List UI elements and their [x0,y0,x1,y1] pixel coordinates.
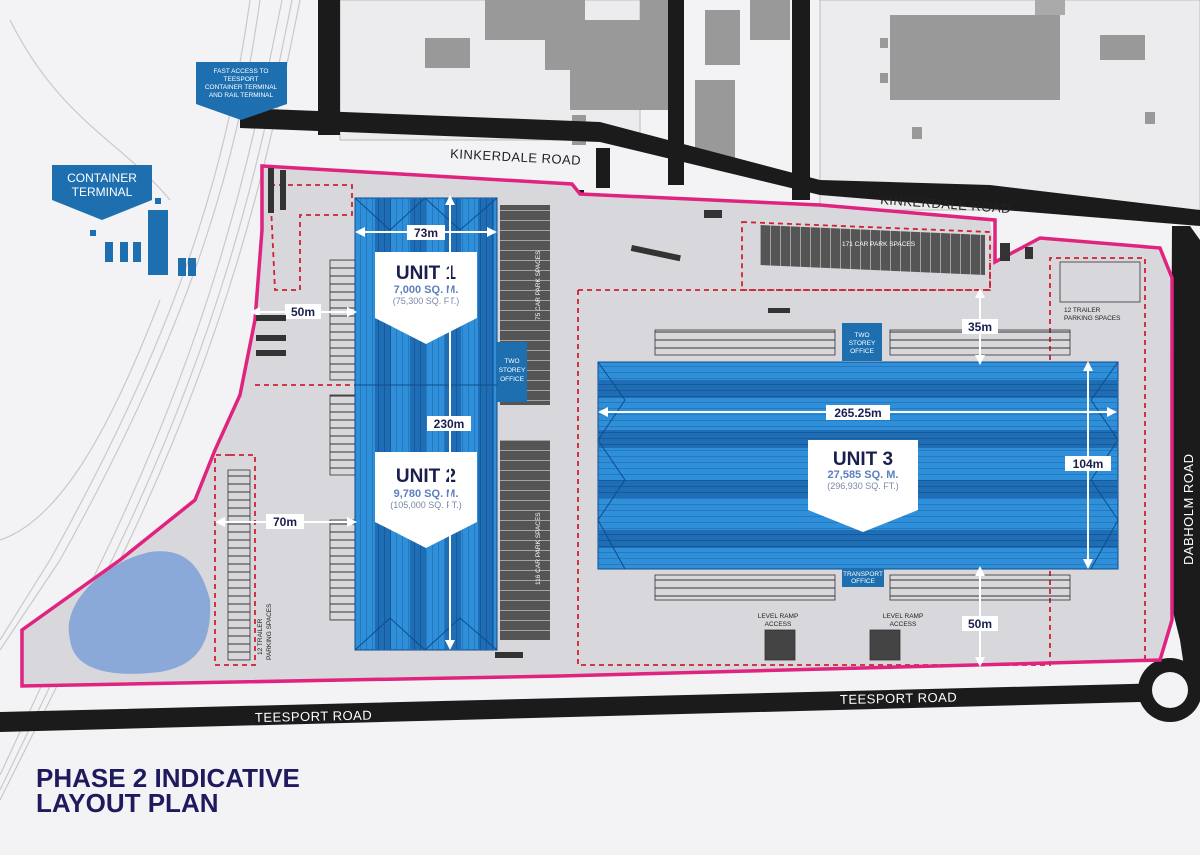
car-park-171-label: 171 CAR PARK SPACES [842,241,916,248]
office-unit3-label-2: STOREY [849,340,876,347]
unit1-area-sqm: 7,000 SQ. M. [394,284,459,296]
road-label-teesport-east: TEESPORT ROAD [840,690,958,707]
dim-unit3-south: 50m [968,617,992,631]
office-units12-label-1: TWO [504,358,519,365]
fast-access-label-4: AND RAIL TERMINAL [209,92,274,99]
dim-unit1-width: 73m [414,226,438,240]
transport-office-label-1: TRANSPORT [843,571,883,578]
unit2-name: UNIT 2 [396,466,456,487]
dim-unit3-depth: 104m [1073,457,1104,471]
unit3-name: UNIT 3 [833,449,893,470]
ramp-left-label-2: ACCESS [765,621,792,628]
unit1-name: UNIT 1 [396,263,457,284]
trailer-east-label-2: PARKING SPACES [1064,315,1121,322]
unit3-area-sqft: (296,930 SQ. FT.) [827,481,899,491]
page-title-line-2: LAYOUT PLAN [36,788,219,818]
page-title-line-1: PHASE 2 INDICATIVE [36,763,300,793]
ramp-left-label-1: LEVEL RAMP [758,613,799,620]
office-units12 [497,342,527,402]
unit2-area-sqft: (105,000 SQ. FT.) [390,500,462,510]
office-unit3-label-3: OFFICE [850,348,874,355]
ramp-right-label-1: LEVEL RAMP [883,613,924,620]
roundabout-island [1152,672,1188,708]
fast-access-callout [196,62,287,120]
container-terminal-label-2: TERMINAL [72,185,133,199]
dim-units12-length: 230m [434,417,465,431]
dim-unit1-yard: 50m [291,305,315,319]
road-label-kinkerdale-west: KINKERDALE ROAD [450,146,582,168]
transport-office-label-2: OFFICE [851,578,875,585]
office-units12-label-3: OFFICE [500,376,524,383]
container-terminal-blocks [90,198,196,276]
dimension-labels: 73m 50m 230m 70m 265.25m 104m 35m 50m [266,225,1111,631]
pond [68,551,211,674]
industrial-buildings [339,0,1200,211]
office-unit3 [842,323,882,361]
plot-boundaries [214,184,1146,666]
trailer-west-label-2: PARKING SPACES [266,603,273,660]
office-units12-label-2: STOREY [499,367,526,374]
transport-office [842,569,884,587]
vehicles [256,168,1033,658]
unit3-area-sqm: 27,585 SQ. M. [828,469,899,481]
car-park-75-label: 75 CAR PARK SPACES [535,250,542,320]
site-boundary [20,164,1174,688]
page-title: PHASE 2 INDICATIVE LAYOUT PLAN [36,763,366,818]
dim-unit3-width: 265.25m [834,406,881,420]
unit3-label-plate [808,440,918,532]
road-label-teesport-west: TEESPORT ROAD [255,708,373,725]
fast-access-label-3: CONTAINER TERMINAL [205,84,278,91]
car-park-116 [500,440,550,640]
dim-unit3-north: 35m [968,320,992,334]
trailer-east-label-1: 12 TRAILER [1064,307,1101,314]
trailer-west-label-1: 12 TRAILER [257,618,264,655]
unit1-area-sqft: (75,300 SQ. FT.) [393,296,460,306]
fast-access-label-1: FAST ACCESS TO [214,68,269,75]
ramp-right-label-2: ACCESS [890,621,917,628]
unit2-area-sqm: 9,780 SQ. M. [394,488,459,500]
dim-unit2-yard: 70m [273,515,297,529]
container-terminal-callout [52,165,152,220]
car-park-116-label: 116 CAR PARK SPACES [535,512,542,585]
office-unit3-label-1: TWO [854,332,869,339]
fast-access-label-2: TEESPORT [224,76,259,83]
road-label-dabholm: DABHOLM ROAD [1181,454,1196,565]
car-park-171 [760,225,985,275]
container-terminal-label-1: CONTAINER [67,171,137,185]
